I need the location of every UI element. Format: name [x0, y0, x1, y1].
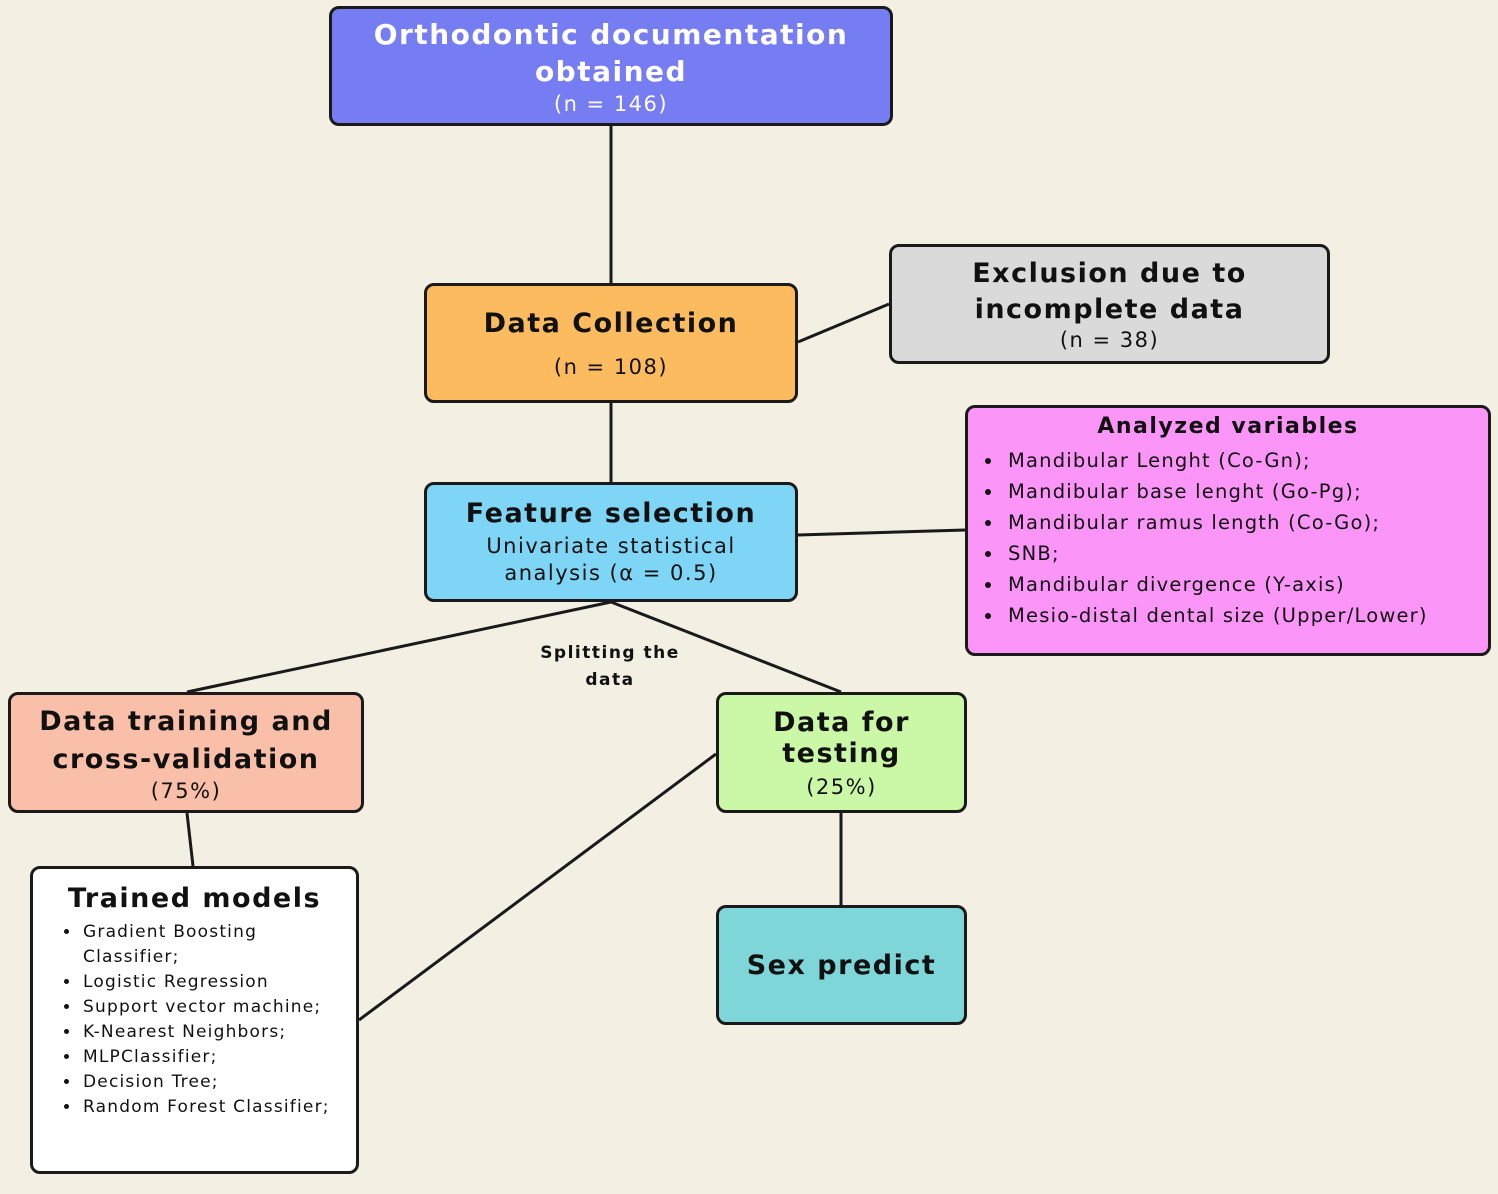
- line-collection-to-exclusion: [797, 302, 890, 344]
- training-percent: (75%): [150, 778, 222, 803]
- testing-title: Data for testing: [773, 706, 910, 769]
- variable-item: Mandibular Lenght (Co-Gn);: [1004, 445, 1428, 476]
- splitting-label: Splitting the data: [540, 643, 680, 690]
- analyzed-variables-box: Analyzed variables Mandibular Lenght (Co…: [965, 405, 1491, 656]
- variable-item: SNB;: [1004, 538, 1428, 569]
- model-item: Logistic Regression: [81, 970, 333, 995]
- model-item: MLPClassifier;: [81, 1045, 333, 1070]
- variable-item: Mandibular divergence (Y-axis): [1004, 569, 1428, 600]
- exclusion-title: Exclusion due to incomplete data: [972, 258, 1247, 325]
- line-feature-to-training: [186, 600, 612, 694]
- line-feature-to-testing: [610, 600, 842, 694]
- orthodontic-count: (n = 146): [553, 92, 669, 116]
- model-item: Random Forest Classifier;: [81, 1095, 333, 1120]
- trained-models-title: Trained models: [67, 883, 322, 914]
- testing-box: Data for testing (25%): [716, 692, 967, 813]
- exclusion-count: (n = 38): [1059, 328, 1160, 352]
- trained-models-box: Trained models Gradient Boosting Classif…: [30, 866, 359, 1174]
- feature-selection-subtitle: Univariate statistical analysis (α = 0.5…: [486, 533, 736, 585]
- training-title: Data training and cross-validation: [39, 705, 333, 775]
- analyzed-variables-list: Mandibular Lenght (Co-Gn); Mandibular ba…: [968, 445, 1428, 631]
- orthodontic-title: Orthodontic documentation obtained: [373, 18, 849, 88]
- data-collection-title: Data Collection: [483, 307, 739, 339]
- line-training-to-models: [185, 812, 195, 867]
- model-item: K-Nearest Neighbors;: [81, 1020, 333, 1045]
- variable-item: Mandibular ramus length (Co-Go);: [1004, 507, 1428, 538]
- sex-predict-title: Sex predict: [746, 949, 937, 981]
- line-feature-to-variables: [797, 528, 966, 537]
- variable-item: Mesio-distal dental size (Upper/Lower): [1004, 600, 1428, 631]
- orthodontic-documentation-box: Orthodontic documentation obtained (n = …: [329, 6, 893, 126]
- trained-models-list: Gradient Boosting Classifier; Logistic R…: [33, 920, 333, 1120]
- variable-item: Mandibular base lenght (Go-Pg);: [1004, 476, 1428, 507]
- line-models-to-testing: [358, 752, 717, 1022]
- exclusion-box: Exclusion due to incomplete data (n = 38…: [889, 244, 1330, 364]
- feature-selection-box: Feature selection Univariate statistical…: [424, 482, 798, 602]
- testing-percent: (25%): [806, 774, 877, 799]
- model-item: Gradient Boosting Classifier;: [81, 920, 333, 970]
- training-box: Data training and cross-validation (75%): [8, 692, 364, 813]
- feature-selection-title: Feature selection: [465, 497, 757, 529]
- sex-predict-box: Sex predict: [716, 905, 967, 1025]
- model-item: Decision Tree;: [81, 1070, 333, 1095]
- model-item: Support vector machine;: [81, 995, 333, 1020]
- data-collection-count: (n = 108): [553, 354, 669, 379]
- analyzed-variables-title: Analyzed variables: [1097, 414, 1359, 439]
- data-collection-box: Data Collection (n = 108): [424, 283, 798, 403]
